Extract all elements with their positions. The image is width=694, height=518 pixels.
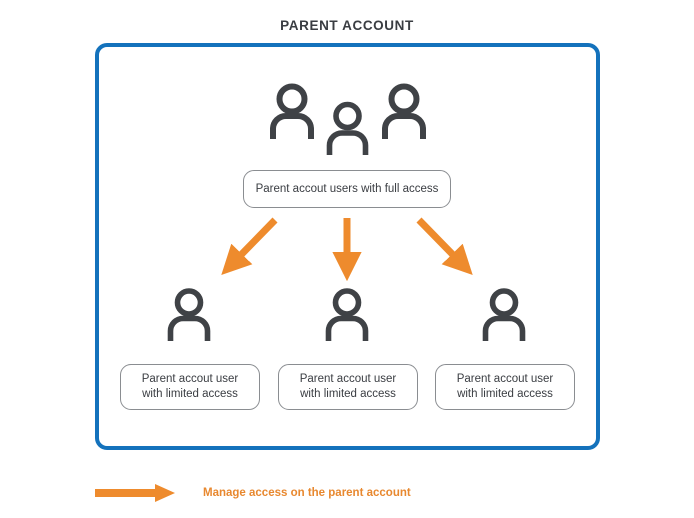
legend-label: Manage access on the parent account: [203, 487, 411, 499]
limited-access-label-text-2: Parent accout user with limited access: [299, 373, 397, 400]
person-icon-full-access-3: [380, 82, 428, 142]
limited-access-label-text-3: Parent accout user with limited access: [456, 373, 554, 400]
right-arrow-icon: [95, 484, 175, 502]
person-icon-full-access-1: [268, 82, 316, 142]
person-icon-limited-access-1: [166, 287, 212, 348]
full-access-label-box: Parent accout users with full access: [243, 170, 451, 208]
person-icon-full-access-2: [325, 100, 370, 158]
limited-access-label-text-1: Parent accout user with limited access: [141, 373, 239, 400]
limited-access-label-box-3: Parent accout user with limited access: [435, 364, 575, 410]
full-access-user-icon-group: [268, 82, 428, 155]
full-access-label-text: Parent accout users with full access: [255, 182, 439, 195]
limited-access-label-box-2: Parent accout user with limited access: [278, 364, 418, 410]
page-title: PARENT ACCOUNT: [280, 18, 414, 33]
person-icon-limited-access-2: [324, 287, 370, 348]
limited-access-label-box-1: Parent accout user with limited access: [120, 364, 260, 410]
person-icon-limited-access-3: [481, 287, 527, 348]
legend: Manage access on the parent account: [95, 481, 411, 505]
